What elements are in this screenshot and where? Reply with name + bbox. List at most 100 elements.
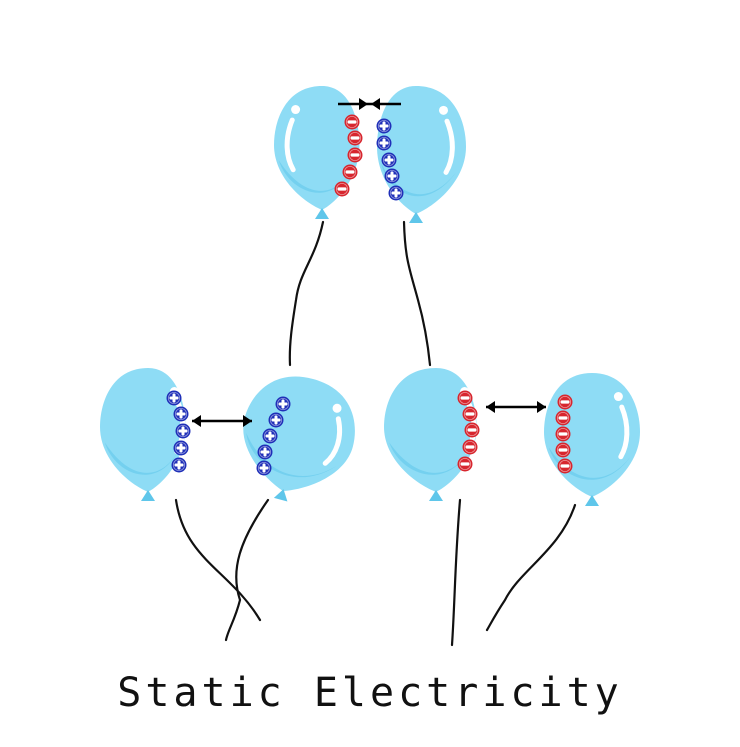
negative-charge — [557, 394, 573, 410]
negative-charge — [334, 181, 350, 197]
force-arrow — [338, 98, 401, 110]
charge-ring — [390, 187, 402, 199]
plus-sign-v — [268, 431, 272, 441]
charge-ring — [175, 408, 187, 420]
charge-ring — [168, 392, 180, 404]
plus-sign-v — [177, 460, 181, 470]
negative-charge — [555, 426, 571, 442]
balloon-highlight-dot — [291, 105, 301, 115]
positive-charge — [256, 460, 272, 476]
charge-ring — [466, 424, 478, 436]
charge-ring — [464, 408, 476, 420]
negative-charge — [347, 130, 363, 146]
positive-charge — [173, 440, 189, 456]
arrow-head — [192, 415, 201, 427]
plus-sign-v — [262, 463, 266, 473]
balloon-bottom-right-1 — [384, 368, 477, 501]
minus-sign — [558, 432, 568, 436]
balloon-knot — [409, 212, 423, 223]
charge-ring — [386, 170, 398, 182]
charge-ring — [459, 458, 471, 470]
plus-sign-v — [181, 426, 185, 436]
charge-ring — [264, 430, 276, 442]
minus-sign — [558, 448, 568, 452]
negative-charge — [555, 410, 571, 426]
positive-charge — [166, 390, 182, 406]
negative-charge — [555, 442, 571, 458]
balloon-body — [384, 368, 477, 492]
charge-ring — [559, 396, 571, 408]
balloon-highlight — [618, 404, 630, 460]
minus-sign — [350, 153, 360, 157]
plus-sign-v — [281, 399, 285, 409]
charge-ring — [378, 120, 390, 132]
minus-sign — [465, 445, 475, 449]
plus-sign-v — [179, 409, 183, 419]
arrow-head — [486, 401, 495, 413]
charge-ring — [349, 132, 361, 144]
minus-sign — [460, 462, 470, 466]
force-arrow — [486, 401, 546, 413]
balloon-highlight — [322, 416, 343, 466]
negative-charge — [347, 147, 363, 163]
charge-ring — [277, 398, 289, 410]
charge-ring — [173, 459, 185, 471]
charge-ring — [557, 428, 569, 440]
balloon-highlight-dot — [332, 403, 342, 413]
charge-ring — [459, 392, 471, 404]
charge-ring — [378, 137, 390, 149]
positive-charge — [384, 168, 400, 184]
charge-ring — [383, 154, 395, 166]
positive-charge — [268, 412, 284, 428]
plus-sign-v — [382, 138, 386, 148]
string-bottom-right-b — [485, 503, 577, 632]
plus-sign-v — [394, 188, 398, 198]
string-bottom-left-b — [224, 498, 270, 642]
balloon-knot — [429, 490, 443, 501]
minus-sign — [465, 412, 475, 416]
negative-charge — [462, 406, 478, 422]
minus-sign — [460, 396, 470, 400]
negative-charge — [457, 390, 473, 406]
charge-ring — [175, 442, 187, 454]
positive-charge — [376, 118, 392, 134]
minus-sign — [467, 428, 477, 432]
string-bottom-right-a — [450, 498, 462, 647]
minus-sign — [560, 464, 570, 468]
charge-ring — [270, 414, 282, 426]
plus-sign-v — [172, 393, 176, 403]
balloon-highlight-dot — [439, 105, 448, 115]
positive-charge — [388, 185, 404, 201]
plus-sign-v — [382, 121, 386, 131]
balloon-body — [100, 368, 186, 492]
balloon-knot — [585, 495, 599, 506]
balloon-shade — [389, 442, 469, 475]
charge-ring — [336, 183, 348, 195]
balloon-body — [377, 86, 466, 214]
balloons — [100, 86, 640, 506]
positive-charge — [175, 423, 191, 439]
arrow-head — [243, 415, 252, 427]
negative-charge — [342, 164, 358, 180]
balloon-knot — [273, 489, 288, 502]
positive-charge — [171, 457, 187, 473]
balloon-strings — [174, 220, 577, 647]
balloon-highlight — [443, 118, 455, 175]
negative-charge — [457, 456, 473, 472]
plus-sign-v — [390, 171, 394, 181]
plus-sign-v — [387, 155, 391, 165]
balloon-shade — [278, 160, 352, 193]
charge-ring — [177, 425, 189, 437]
balloon-shade — [104, 442, 178, 475]
force-arrow — [192, 415, 252, 427]
charge-ring — [259, 446, 271, 458]
charge-ring — [346, 116, 358, 128]
negative-charge — [557, 458, 573, 474]
minus-sign — [560, 400, 570, 404]
string-top-left — [288, 220, 325, 367]
charge-ring — [557, 412, 569, 424]
plus-sign-v — [179, 443, 183, 453]
minus-sign — [345, 170, 355, 174]
negative-charge — [464, 422, 480, 438]
positive-charge — [275, 396, 291, 412]
